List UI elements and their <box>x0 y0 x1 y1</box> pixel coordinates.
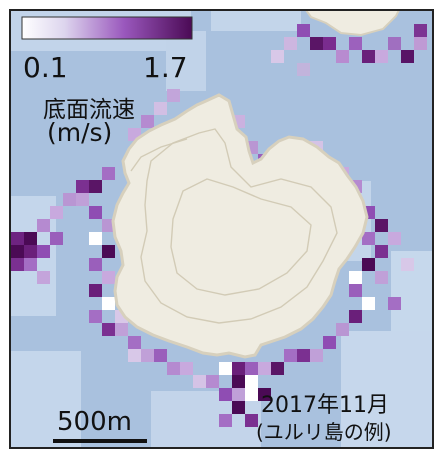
flow-velocity-cells <box>11 24 427 427</box>
legend-max-label: 1.7 <box>143 51 188 84</box>
terrain-contours <box>130 128 338 324</box>
upper-island <box>305 11 400 37</box>
scale-bar <box>53 439 147 443</box>
legend-title: 底面流速 <box>43 97 135 123</box>
caption-label: (ユルリ島の例) <box>256 420 392 444</box>
legend-unit: (m/s) <box>47 118 113 147</box>
legend-min-label: 0.1 <box>23 51 68 84</box>
map-frame: 0.1 1.7 底面流速 (m/s) 2017年11月 (ユルリ島の例) 500… <box>9 9 434 449</box>
date-label: 2017年11月 <box>261 393 389 418</box>
legend-colorbar <box>21 16 193 40</box>
scale-bar-label: 500m <box>57 407 132 437</box>
map-canvas <box>11 11 432 447</box>
main-island <box>111 93 369 359</box>
